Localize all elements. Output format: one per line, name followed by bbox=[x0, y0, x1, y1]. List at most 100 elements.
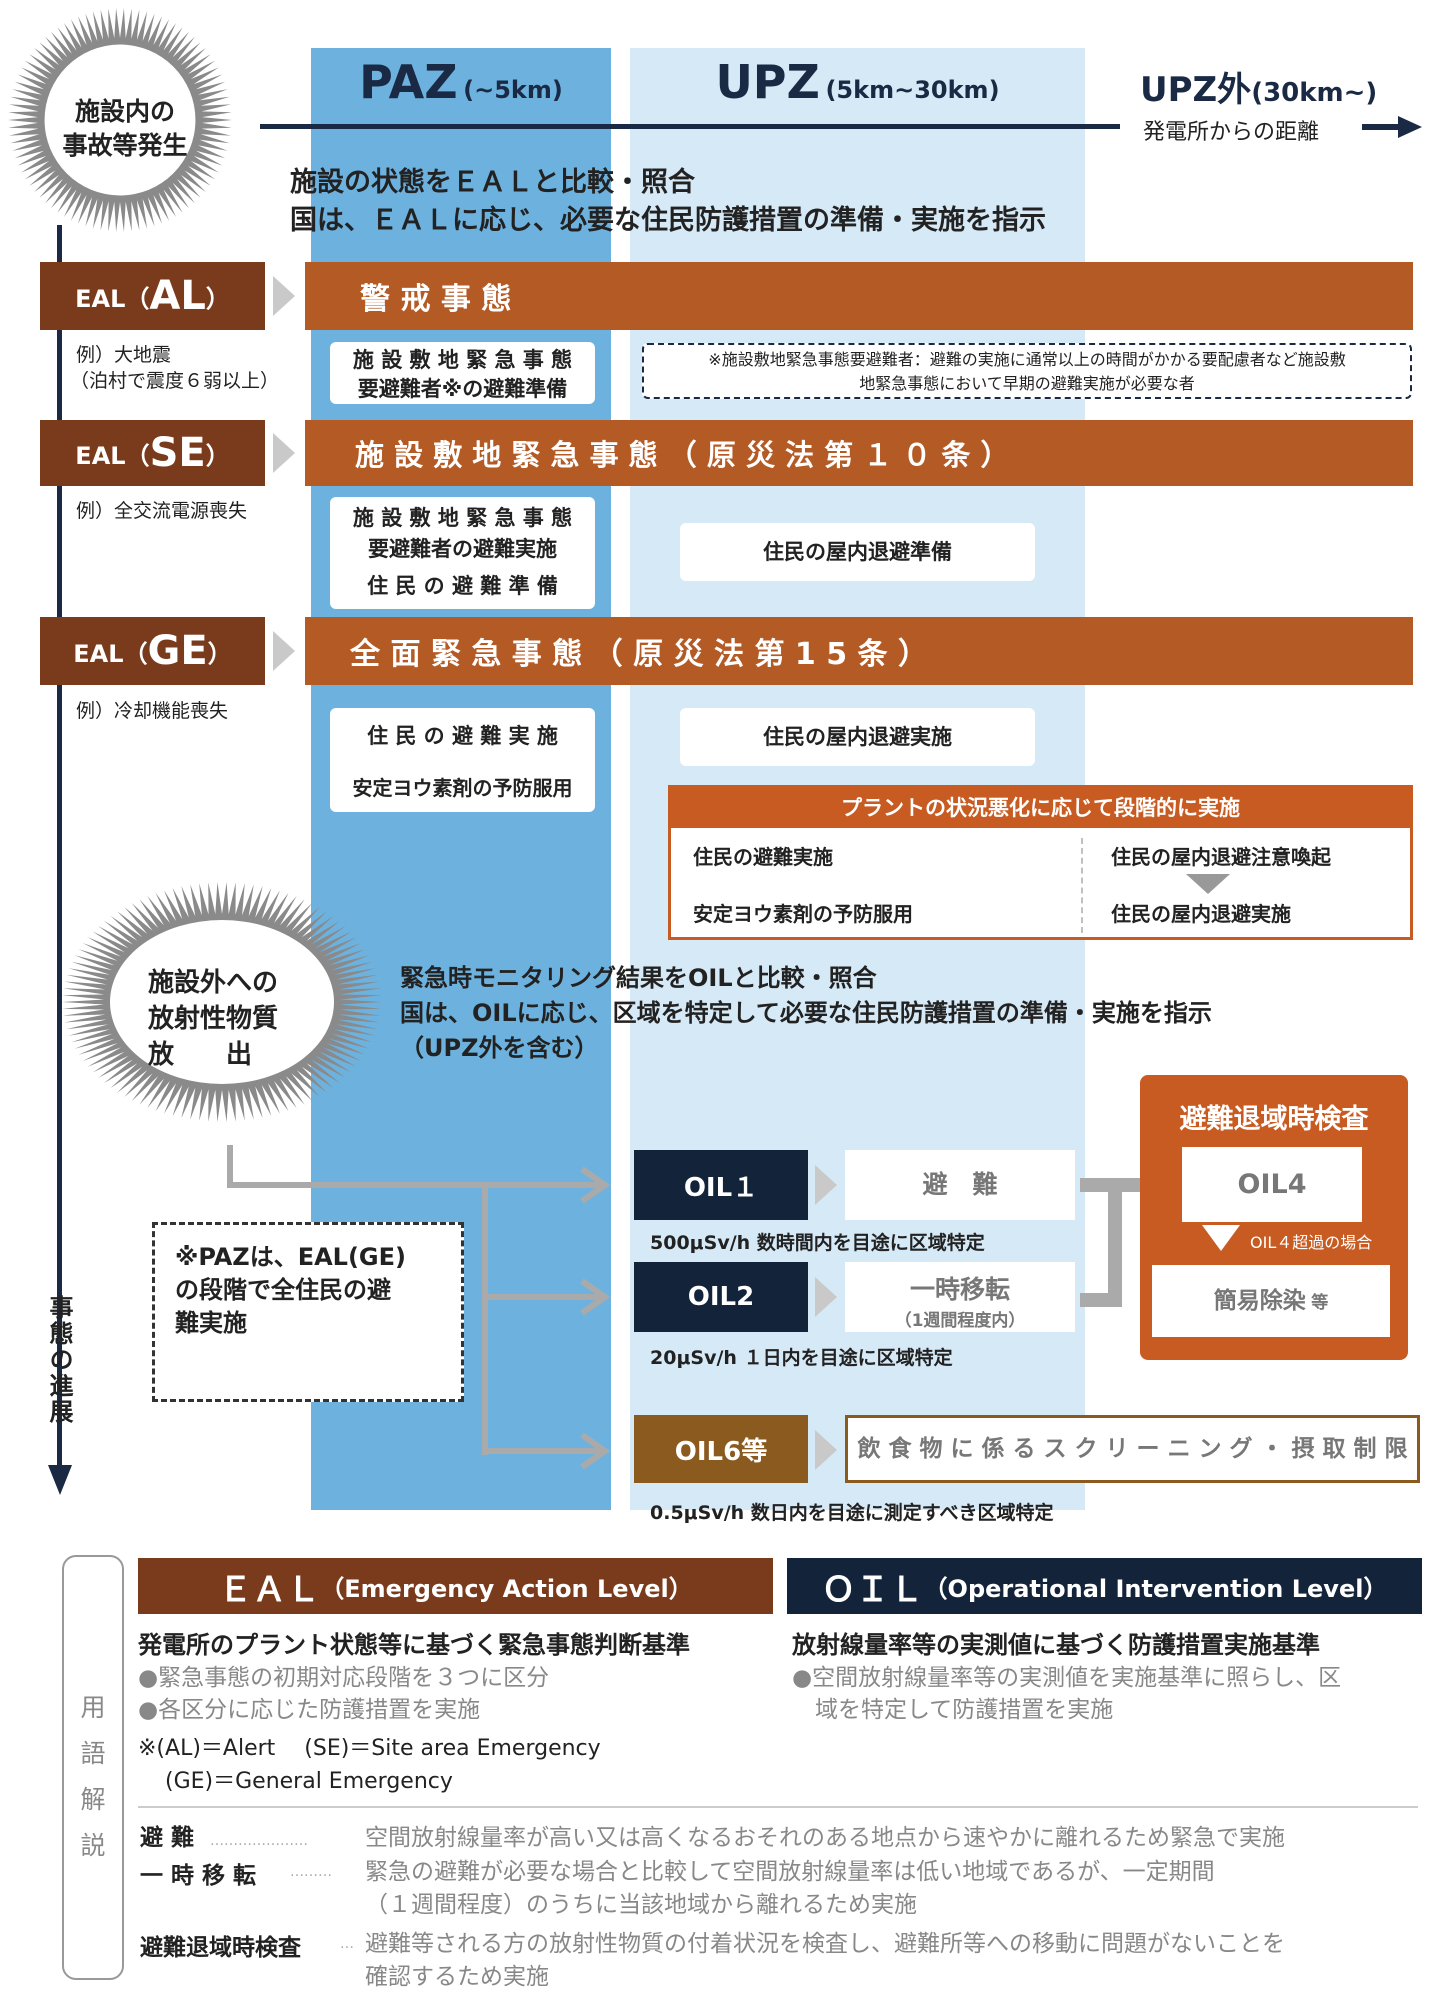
term-row-3: 避難退域時検査 … 避難等される方の放射性物質の付着状況を検査し、避難所等への移動に… bbox=[140, 1928, 1420, 1994]
glossary-divider bbox=[138, 1806, 1418, 1808]
paz-range: (~5km) bbox=[463, 76, 563, 104]
oil-glossary-header: ＯＩＬ （Operational Intervention Level） bbox=[787, 1558, 1422, 1614]
paz-note: ※PAZは、EAL(GE) の段階で全住民の避 難実施 bbox=[152, 1222, 464, 1402]
ge-paz-line2: 安定ヨウ素剤の予防服用 bbox=[352, 776, 573, 800]
term-3: 避難退域時検査 bbox=[140, 1935, 301, 1961]
oil1-action: 避 難 bbox=[845, 1150, 1075, 1220]
eal-glossary-header: ＥＡＬ （Emergency Action Level） bbox=[138, 1558, 773, 1614]
oil1-tag: OIL１ bbox=[634, 1150, 808, 1220]
release-line1: 緊急時モニタリング結果をOILと比較・照合 bbox=[400, 964, 877, 992]
term-2: 一 時 移 転 bbox=[140, 1863, 257, 1889]
stage-box: プラントの状況悪化に応じて段階的に実施 住民の避難実施 安定ヨウ素剤の予防服用 … bbox=[668, 785, 1413, 940]
eal-note-2: (GE)＝General Emergency bbox=[165, 1769, 453, 1794]
eal-glossary-title: 発電所のプラント状態等に基づく緊急事態判断基準 bbox=[138, 1631, 690, 1659]
al-note: ※施設敷地緊急事態要避難者：避難の実施に通常以上の時間がかかる要配慮者など施設敷… bbox=[642, 343, 1412, 399]
glossary-bracket bbox=[62, 1555, 124, 1980]
al-tag-suffix: ） bbox=[205, 284, 230, 313]
outside-range: (30km~) bbox=[1251, 78, 1378, 108]
stage-title: プラントの状況悪化に応じて段階的に実施 bbox=[671, 788, 1410, 828]
stage-right2: 住民の屋内退避実施 bbox=[1111, 902, 1291, 926]
se-paz-box: 施 設 敷 地 緊 急 事 態 要避難者の避難実施 住 民 の 避 難 準 備 bbox=[330, 497, 595, 609]
eal-bullet-2: ●各区分に応じた防護措置を実施 bbox=[138, 1697, 481, 1723]
upz-label: UPZ bbox=[715, 55, 820, 109]
term-1-dots: ………………… bbox=[210, 1833, 308, 1849]
instruction-line1: 施設の状態をＥＡＬと比較・照合 bbox=[290, 167, 695, 198]
term-2-desc: 緊急の避難が必要な場合と比較して空間放射線量率は低い地域であるが、一定期間 （１… bbox=[365, 1859, 1215, 1918]
se-tag-prefix: EAL（ bbox=[75, 441, 150, 470]
oil-bullet-1: ●空間放射線量率等の実測値を実施基準に照らし、区 bbox=[792, 1665, 1342, 1691]
start-burst-icon bbox=[8, 8, 232, 232]
release-burst-line2: 放射性物質 bbox=[148, 1004, 279, 1034]
decon-box: 簡易除染 等 bbox=[1152, 1265, 1390, 1337]
al-tag-prefix: EAL（ bbox=[75, 284, 150, 313]
release-line2: 国は、OILに応じ、区域を特定して必要な住民防護措置の準備・実施を指示 bbox=[400, 999, 1212, 1027]
term-3-desc: 避難等される方の放射性物質の付着状況を検査し、避難所等への移動に問題がないことを… bbox=[365, 1931, 1285, 1990]
se-example: 例）全交流電源喪失 bbox=[76, 500, 248, 522]
oil2-tag: OIL2 bbox=[634, 1262, 808, 1332]
term-3-dots: … bbox=[340, 1936, 354, 1952]
term-2-dots: ……… bbox=[290, 1864, 332, 1880]
distance-axis-line bbox=[260, 124, 1120, 129]
ge-bar-text: 全 面 緊 急 事 態 （ 原 災 法 第 1 5 条 ） bbox=[350, 637, 928, 672]
oil6-action: 飲 食 物 に 係 る ス ク リ ー ニ ン グ ・ 摂 取 制 限 bbox=[845, 1415, 1420, 1483]
al-bar-text: 警 戒 事 態 bbox=[360, 282, 512, 317]
se-paz-line3: 住 民 の 避 難 準 備 bbox=[367, 574, 558, 598]
term-row-1: 避 難…………………空間放射線量率が高い又は高くなるおそれのある地点から速やかに… bbox=[140, 1818, 1420, 1852]
ge-paz-box: 住 民 の 避 難 実 施 安定ヨウ素剤の予防服用 bbox=[330, 708, 595, 812]
se-paz-line2: 要避難者の避難実施 bbox=[368, 537, 557, 561]
oil2-criteria: 20μSv/h １日内を目途に区域特定 bbox=[650, 1347, 953, 1369]
se-bar-text: 施 設 敷 地 緊 急 事 態 （ 原 災 法 第 １ ０ 条 ） bbox=[355, 438, 1010, 472]
progress-label: 事態の進展 bbox=[45, 1295, 73, 1425]
stage-right1: 住民の屋内退避注意喚起 bbox=[1111, 845, 1331, 869]
se-tag-suffix: ） bbox=[205, 441, 230, 470]
release-burst-text: 施設外への 放射性物質 放 出 bbox=[148, 965, 278, 1073]
glossary-side-label: 用 語 解 説 bbox=[80, 1693, 106, 1860]
paz-header: PAZ (~5km) bbox=[311, 55, 611, 109]
oil6-chevron-icon bbox=[815, 1430, 837, 1470]
upz-header: UPZ (5km~30km) bbox=[630, 55, 1085, 109]
decon-label: 簡易除染 bbox=[1213, 1288, 1306, 1314]
oil-glossary-abbr: ＯＩＬ bbox=[821, 1569, 924, 1610]
eal-note-1: ※(AL)＝Alert (SE)＝Site area Emergency bbox=[138, 1736, 601, 1761]
oil-bullet-1b: 域を特定して防護措置を実施 bbox=[815, 1697, 1114, 1723]
term-1: 避 難 bbox=[140, 1825, 195, 1851]
ge-bar: 全 面 緊 急 事 態 （ 原 災 法 第 1 5 条 ） bbox=[305, 617, 1413, 685]
term-row-2: 一 時 移 転 ……… 緊急の避難が必要な場合と比較して空間放射線量率は低い地域であ… bbox=[140, 1856, 1420, 1922]
ge-tag-code: GE bbox=[147, 628, 208, 674]
oil-glossary-title: 放射線量率等の実測値に基づく防護措置実施基準 bbox=[792, 1631, 1320, 1659]
start-burst-text: 施設内の 事故等発生 bbox=[62, 97, 188, 160]
paz-label: PAZ bbox=[359, 55, 458, 109]
inspection-title: 避難退域時検査 bbox=[1179, 1104, 1369, 1135]
upz-range: (5km~30km) bbox=[825, 76, 1000, 104]
stage-down-arrow-icon bbox=[1186, 874, 1230, 894]
timeline-line bbox=[57, 225, 62, 1465]
ge-paz-line1: 住 民 の 避 難 実 施 bbox=[367, 724, 558, 748]
oil2-action-box: 一時移転 （1週間程度内） bbox=[845, 1262, 1075, 1332]
distance-label: 発電所からの距離 bbox=[1143, 120, 1320, 145]
eal-bullet-1: ●緊急事態の初期対応段階を３つに区分 bbox=[138, 1665, 550, 1691]
ge-tag-prefix: EAL（ bbox=[73, 639, 148, 668]
se-upz-box: 住民の屋内退避準備 bbox=[680, 523, 1035, 581]
al-chevron-icon bbox=[273, 276, 295, 316]
oil1-chevron-icon bbox=[815, 1165, 837, 1205]
release-burst-icon bbox=[62, 882, 382, 1122]
ge-tag-suffix: ） bbox=[207, 639, 232, 668]
stage-divider bbox=[1081, 838, 1083, 933]
stage-left2: 安定ヨウ素剤の予防服用 bbox=[693, 902, 913, 926]
ge-example: 例）冷却機能喪失 bbox=[76, 700, 229, 722]
al-example-2: （泊村で震度６弱以上） bbox=[70, 370, 280, 392]
oil-glossary-en: （Operational Intervention Level） bbox=[923, 1574, 1388, 1603]
flow-connectors bbox=[227, 1145, 611, 1470]
outside-header: UPZ外(30km~) bbox=[1140, 62, 1377, 111]
instruction-line2: 国は、ＥＡＬに応じ、必要な住民防護措置の準備・実施を指示 bbox=[290, 205, 1046, 236]
release-burst-line1: 施設外への bbox=[148, 968, 279, 998]
eal-glossary-abbr: ＥＡＬ bbox=[218, 1569, 321, 1610]
eal-ge-tag: EAL（GE） bbox=[40, 617, 265, 685]
timeline-arrow-icon bbox=[48, 1465, 72, 1495]
oil1-criteria: 500μSv/h 数時間内を目途に区域特定 bbox=[650, 1232, 985, 1254]
oil4-box: OIL4 bbox=[1182, 1147, 1362, 1222]
al-example-1: 例）大地震 bbox=[76, 344, 172, 366]
eal-se-tag: EAL（SE） bbox=[40, 420, 265, 486]
decon-suffix: 等 bbox=[1311, 1293, 1329, 1313]
oil4-note: OIL４超過の場合 bbox=[1250, 1233, 1373, 1252]
